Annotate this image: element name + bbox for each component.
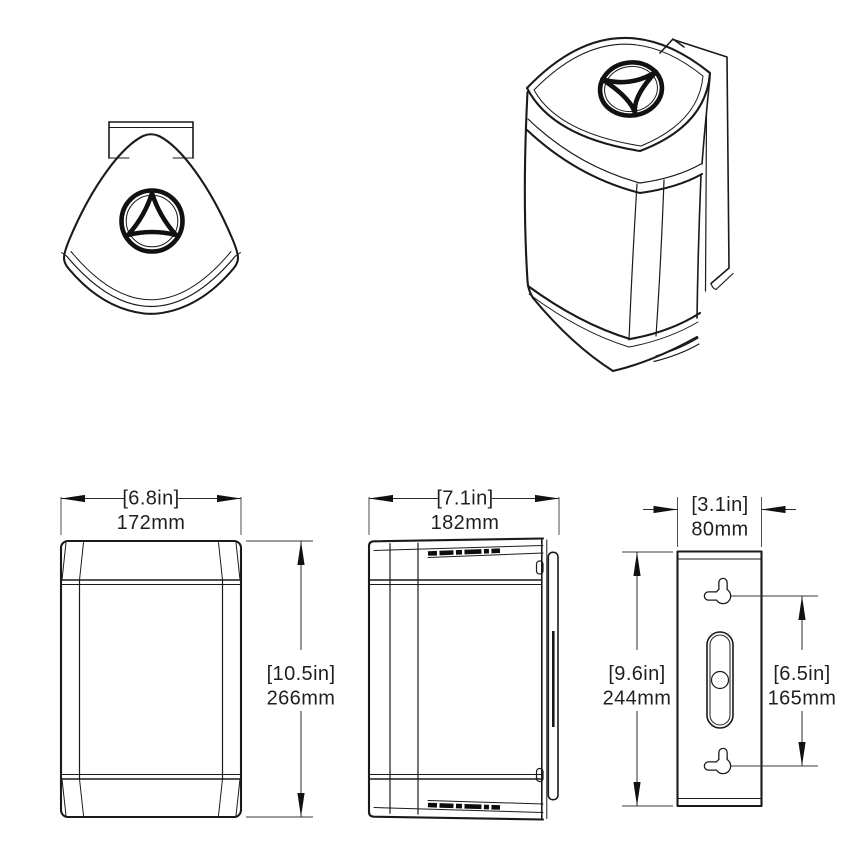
side-view: [7.1in] 182mm: [367, 488, 560, 821]
bracket-hole-spacing-inches: [6.5in]: [773, 663, 830, 685]
keyhole-slot-top: [703, 577, 732, 605]
front-height-inches: [10.5in]: [267, 663, 336, 685]
bracket-hole-spacing-dimension: [6.5in] 165mm: [731, 595, 837, 767]
front-view: [6.8in] 172mm [10.5in] 266mm: [59, 488, 336, 819]
perspective-cap-band: [525, 118, 704, 195]
side-body-outline: [367, 537, 548, 821]
perspective-top-face: [525, 36, 712, 153]
keyhole-slot-bottom: [703, 747, 732, 775]
front-height-mm: 266mm: [267, 688, 336, 710]
bracket-width-dimension: [3.1in] 80mm: [643, 494, 796, 547]
bracket-hole-spacing-mm: 165mm: [768, 688, 837, 710]
bracket-height-inches: [9.6in]: [608, 663, 665, 685]
top-view-grille-rim: [61, 251, 241, 308]
bracket-plate-outline: [676, 550, 763, 808]
front-height-dimension: [10.5in] 266mm: [246, 540, 336, 818]
side-bracket-bottom-tab: [535, 767, 544, 783]
front-body-outline: [59, 539, 243, 819]
front-width-dimension: [6.8in] 172mm: [60, 488, 242, 535]
bracket-width-inches: [3.1in]: [691, 494, 748, 516]
bracket-rear-view: [3.1in] 80mm [9.6in] 244mm [6.5in] 165mm: [603, 494, 837, 808]
perspective-view: [523, 36, 734, 373]
top-view-bracket: [108, 121, 194, 159]
bracket-height-mm: 244mm: [603, 688, 672, 710]
side-bracket-profile: [535, 551, 559, 801]
perspective-port-aperture: [597, 60, 665, 118]
bracket-center-slot: [706, 631, 734, 729]
front-width-mm: 172mm: [117, 512, 186, 534]
bracket-height-dimension: [9.6in] 244mm: [603, 551, 673, 807]
top-view-body-outline: [62, 133, 240, 315]
front-facet-lines: [61, 542, 241, 816]
top-view: [61, 121, 241, 315]
side-depth-inches: [7.1in]: [436, 488, 493, 510]
top-view-aperture: [119, 188, 185, 254]
side-depth-mm: 182mm: [431, 512, 500, 534]
perspective-body: [523, 76, 711, 373]
bracket-slot-screw-hole: [710, 670, 730, 690]
front-width-inches: [6.8in]: [122, 488, 179, 510]
perspective-wall-bracket: [659, 38, 734, 292]
side-depth-dimension: [7.1in] 182mm: [368, 488, 560, 535]
side-bracket-top-tab: [535, 560, 544, 575]
side-facet-lines: [389, 542, 419, 815]
side-top-vent-strip: [427, 548, 501, 556]
perspective-top-face-inner: [533, 43, 704, 147]
side-bottom-vent-strip: [427, 802, 501, 810]
bracket-width-mm: 80mm: [691, 519, 748, 541]
front-seam-lines: [60, 579, 242, 780]
side-seam-lines: [368, 579, 543, 780]
